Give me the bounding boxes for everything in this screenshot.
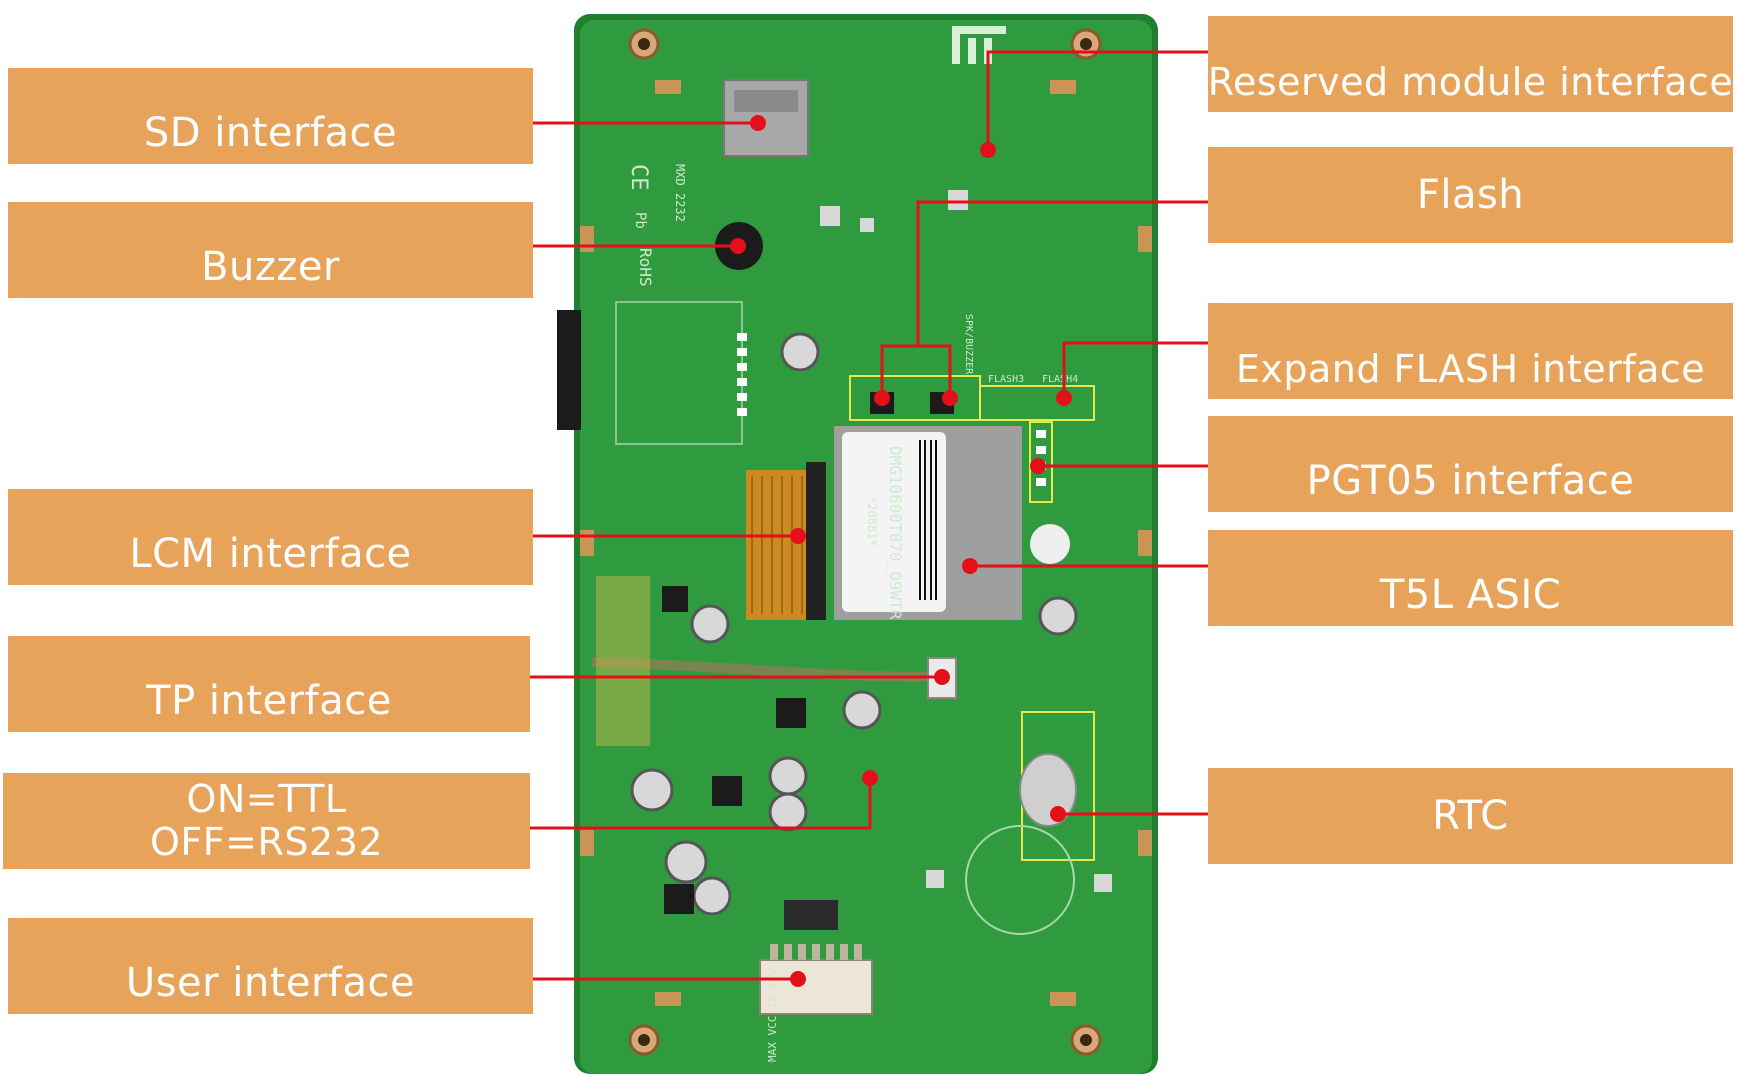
- chip-label-2: *20881*: [865, 496, 879, 547]
- off-rs232-text: OFF=RS232: [149, 820, 384, 864]
- on-ttl-text: ON=TTL: [186, 777, 347, 822]
- buzzer-text: Buzzer: [201, 244, 340, 290]
- rtc-label: RTC: [1208, 768, 1733, 864]
- leader-dots: [730, 115, 1072, 987]
- rtc-text: RTC: [1432, 793, 1509, 839]
- lcm-fpc-connector: [746, 470, 808, 620]
- bottom-silk: MAX VCC IS 36V: [766, 969, 779, 1062]
- lcm-interface-label: LCM interface: [8, 489, 533, 585]
- tp-interface-label: TP interface: [8, 636, 530, 732]
- pgt05-interface-text: PGT05 interface: [1306, 458, 1635, 504]
- expand-flash-interface-text: Expand FLASH interface: [1235, 347, 1706, 391]
- ttl-rs232-switch-label: ON=TTL OFF=RS232: [3, 773, 530, 869]
- leader-expand: [1062, 341, 1208, 398]
- reserved-module-interface-text: Reserved module interface: [1207, 60, 1734, 104]
- pgt05-interface-label: PGT05 interface: [1208, 416, 1733, 512]
- user-interface-text: User interface: [125, 960, 416, 1006]
- spk-mark: SPK/BUZZER: [963, 314, 974, 375]
- expand-flash-highlight: [979, 385, 1095, 421]
- chip-label-1: DMG10600T070_09WTR: [886, 446, 905, 620]
- tp-interface-text: TP interface: [146, 678, 392, 724]
- pb-mark: Pb: [632, 212, 648, 229]
- flash-text: Flash: [1416, 172, 1525, 218]
- ce-mark: CE: [626, 164, 651, 191]
- user-interface-label: User interface: [8, 918, 533, 1014]
- reserved-module-interface-label: Reserved module interface: [1208, 16, 1733, 112]
- buzzer-label: Buzzer: [8, 202, 533, 298]
- capacitors: [630, 332, 1078, 916]
- leader-lines: [530, 50, 1208, 981]
- leader-onoff: [530, 778, 872, 830]
- pcb-board: DMG10600T070_09WTR *20881*: [557, 14, 1158, 1074]
- leader-reserved: [986, 50, 1208, 150]
- t5l-asic-text: T5L ASIC: [1379, 572, 1562, 618]
- flash-label: Flash: [1208, 147, 1733, 243]
- flash4-mark: FLASH4: [1042, 374, 1078, 385]
- sd-interface-text: SD interface: [143, 110, 398, 156]
- lcm-interface-text: LCM interface: [129, 531, 412, 577]
- flash3-mark: FLASH3: [988, 374, 1024, 385]
- expand-flash-interface-label: Expand FLASH interface: [1208, 303, 1733, 399]
- rohs-mark: RoHS: [636, 248, 655, 287]
- pgt05-highlight: [1029, 421, 1053, 503]
- model-mark: MXD 2232: [673, 164, 687, 222]
- t5l-asic-label: T5L ASIC: [1208, 530, 1733, 626]
- leader-flash-b: [918, 344, 952, 398]
- sd-interface-label: SD interface: [8, 68, 533, 164]
